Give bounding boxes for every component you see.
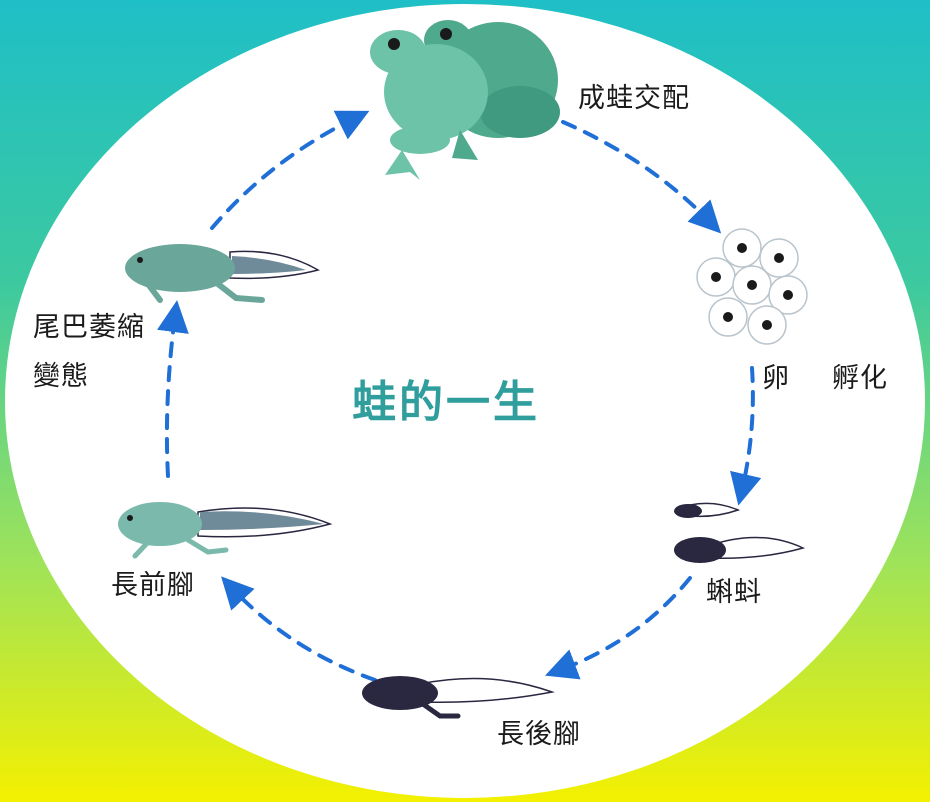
hind-legs-tadpole-icon [362, 676, 555, 719]
arrow-forelegs-to-froglet [157, 300, 189, 478]
label-tail-shrink: 尾巴萎縮 [33, 312, 145, 343]
eggs-icon [696, 228, 808, 345]
adult-frogs-icon [370, 20, 560, 180]
label-metamorphosis: 變態 [33, 361, 89, 392]
label-tadpole: 蝌蚪 [706, 577, 762, 608]
label-hatch: 孵化 [832, 363, 888, 394]
froglet-icon [125, 244, 320, 303]
label-eggs: 卵 [762, 363, 790, 394]
label-hind-legs: 長後腳 [497, 719, 581, 750]
label-mating: 成蛙交配 [578, 83, 690, 114]
arrow-mating-to-eggs [561, 120, 722, 234]
arrow-tadpole-to-hindlegs [545, 576, 692, 680]
cycle-arrows [157, 110, 762, 682]
diagram-title: 蛙的一生 [352, 377, 540, 428]
label-fore-legs: 長前腳 [111, 570, 195, 601]
fore-legs-tadpole-icon [118, 502, 333, 559]
arrow-eggs-to-tadpole [730, 366, 762, 506]
arrow-hindlegs-to-forelegs [221, 576, 377, 682]
tadpole-icon [674, 502, 806, 563]
